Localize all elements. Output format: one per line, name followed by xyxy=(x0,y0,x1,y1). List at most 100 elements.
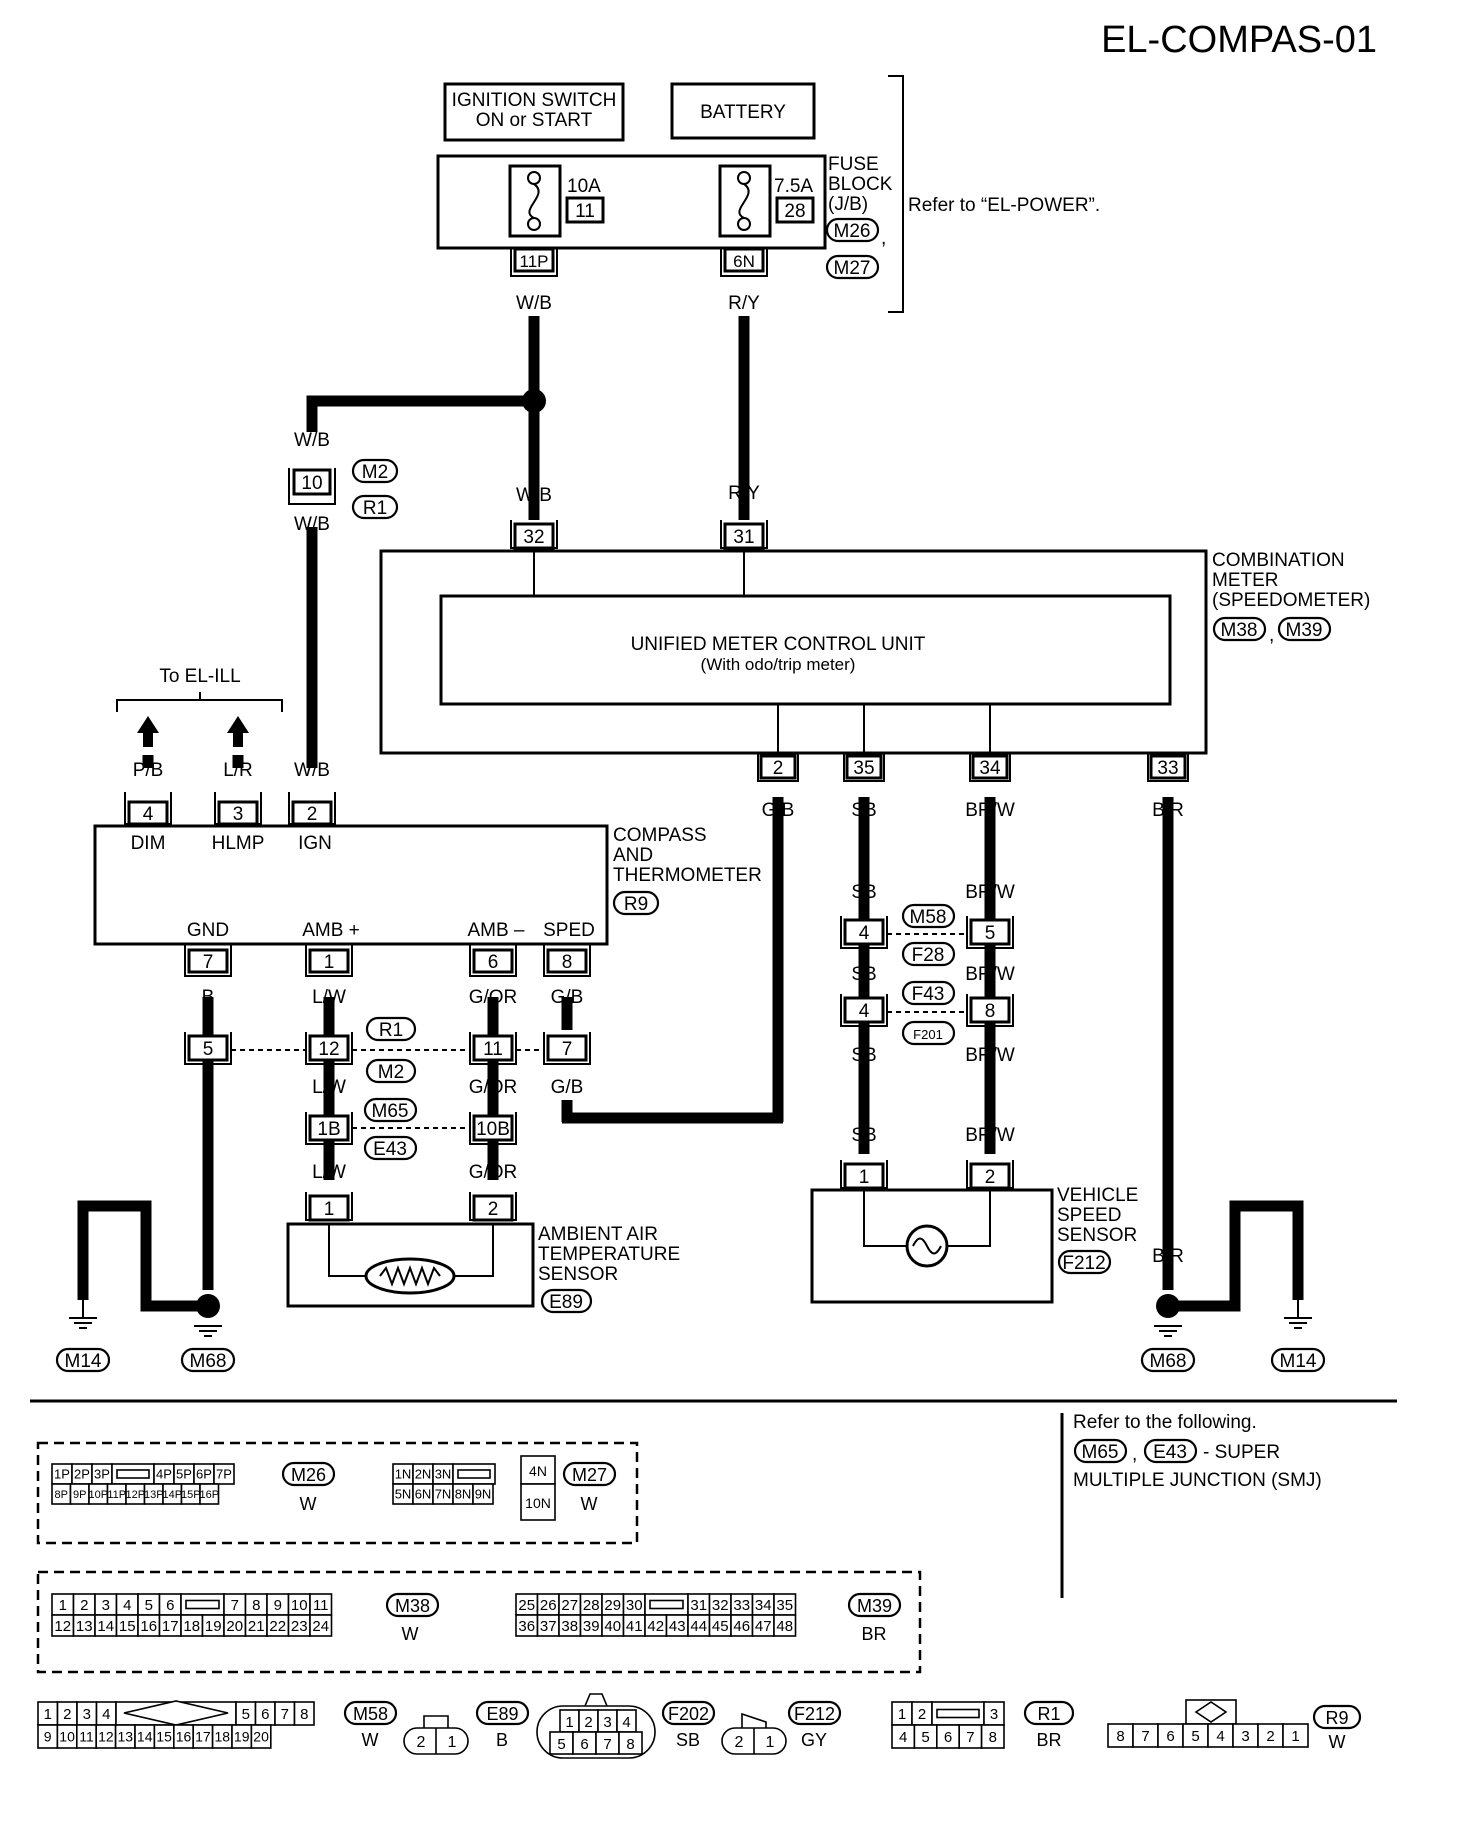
smj-note-line3: MULTIPLE JUNCTION (SMJ) xyxy=(1073,1470,1322,1491)
joint-f43-connector-b-label: F201 xyxy=(913,1027,943,1042)
svg-text:35: 35 xyxy=(853,758,874,779)
wire-label-br-ground: B/R xyxy=(1152,1246,1184,1267)
wire-label-brw-2: BR/W xyxy=(965,964,1015,985)
joint-r1-connector-a-label: R1 xyxy=(379,1020,403,1041)
fuse-b-number: 28 xyxy=(784,201,805,222)
svg-text:31: 31 xyxy=(690,1597,707,1614)
ground-icon xyxy=(194,1325,222,1337)
svg-text:7: 7 xyxy=(203,952,214,973)
compass-title-3: THERMOMETER xyxy=(613,865,762,886)
svg-text:8: 8 xyxy=(562,952,573,973)
speed-sensor-title-2: SPEED xyxy=(1057,1205,1121,1226)
m39-pin-cell: 25 xyxy=(515,1593,539,1616)
svg-text:7: 7 xyxy=(231,1597,239,1614)
svg-text:15P: 15P xyxy=(181,1489,201,1501)
svg-text:18: 18 xyxy=(215,1729,231,1745)
to-el-ill-label: To EL-ILL xyxy=(159,666,240,687)
page-id: EL-COMPAS-01 xyxy=(1101,19,1377,61)
svg-text:1P: 1P xyxy=(54,1467,70,1482)
r9-color: W xyxy=(1329,1732,1346,1752)
svg-text:5: 5 xyxy=(203,1039,214,1060)
compass-connector-r9 xyxy=(612,890,660,916)
svg-text:11: 11 xyxy=(79,1729,94,1745)
svg-text:12P: 12P xyxy=(125,1489,145,1501)
svg-text:10: 10 xyxy=(291,1597,308,1614)
svg-text:12: 12 xyxy=(98,1729,114,1745)
r9-name: R9 xyxy=(1325,1708,1348,1728)
svg-text:48: 48 xyxy=(776,1618,793,1635)
fuse-block-comma: , xyxy=(881,228,886,249)
m38-pin-cell: 19 xyxy=(201,1614,225,1637)
svg-text:43: 43 xyxy=(669,1618,686,1635)
svg-text:2: 2 xyxy=(584,1714,592,1731)
svg-text:13: 13 xyxy=(76,1618,93,1635)
ground-m14-right xyxy=(1270,1347,1326,1373)
joint-m65-connector-b-label: E43 xyxy=(373,1139,407,1160)
to-el-ill-bracket xyxy=(116,699,283,712)
svg-text:1: 1 xyxy=(324,952,335,973)
svg-text:45: 45 xyxy=(712,1618,729,1635)
svg-text:33: 33 xyxy=(733,1597,750,1614)
svg-text:4: 4 xyxy=(899,1729,907,1746)
wire-label-gor-joint: G/OR xyxy=(469,1077,518,1098)
ground-splice-left xyxy=(196,1294,220,1318)
svg-text:20: 20 xyxy=(253,1729,269,1745)
svg-text:14: 14 xyxy=(97,1618,114,1635)
svg-text:1: 1 xyxy=(59,1597,67,1614)
m58-pin-cell: 12 xyxy=(95,1724,117,1749)
svg-text:5N: 5N xyxy=(395,1487,412,1502)
smj-connector-e43-label: E43 xyxy=(1153,1442,1187,1463)
svg-text:40: 40 xyxy=(604,1618,621,1635)
svg-text:16P: 16P xyxy=(199,1489,219,1501)
m39-pin-cell: 27 xyxy=(558,1593,582,1616)
m58-pin-cell: 1 xyxy=(37,1701,59,1726)
smj-connector-m65-label: M65 xyxy=(1082,1442,1119,1463)
m58-pin-cell: 10 xyxy=(56,1724,78,1749)
m39-pin-cell: 32 xyxy=(708,1593,732,1616)
m39-pin-cell: 40 xyxy=(601,1614,625,1637)
wire-label-lr: L/R xyxy=(223,760,253,781)
m39-pin-cell xyxy=(644,1593,689,1616)
wire-label-gb-meter: G/B xyxy=(762,800,795,821)
joint-f43-connector-a xyxy=(901,980,956,1006)
compass-label-ign: IGN xyxy=(298,833,332,854)
ambient-sensor-pin-1: 1 xyxy=(305,1192,353,1222)
svg-text:6P: 6P xyxy=(196,1467,212,1482)
m27-pin-cell: 6N xyxy=(412,1483,434,1505)
svg-text:2: 2 xyxy=(63,1706,71,1723)
svg-text:7: 7 xyxy=(603,1736,611,1753)
svg-text:11P: 11P xyxy=(107,1489,126,1501)
svg-text:5: 5 xyxy=(921,1729,929,1746)
joint-r1-connector-b-label: M2 xyxy=(378,1062,404,1083)
svg-text:3N: 3N xyxy=(435,1467,452,1482)
r9-pin-cell: 5 xyxy=(1182,1723,1209,1748)
wire-label-brw-1: BR/W xyxy=(965,882,1015,903)
joint-r1-connector-b xyxy=(365,1058,417,1084)
m27-pin-cell: 10N xyxy=(520,1483,556,1521)
e89-color: B xyxy=(496,1730,508,1750)
svg-text:17: 17 xyxy=(162,1618,179,1635)
svg-text:8P: 8P xyxy=(55,1489,68,1501)
wire-label-wb-meter: W/B xyxy=(516,485,552,506)
m38-pin-cell: 13 xyxy=(72,1614,96,1637)
r1-color: BR xyxy=(1036,1730,1061,1750)
m39-pin-cell: 44 xyxy=(687,1614,711,1637)
m58-name-pill xyxy=(343,1700,398,1726)
ground-m68-left-label: M68 xyxy=(190,1351,227,1372)
m39-pin-cell: 29 xyxy=(601,1593,625,1616)
r1-pin-cell: 3 xyxy=(983,1701,1005,1726)
m39-name-pill xyxy=(847,1592,902,1618)
r1-pin-cell: 2 xyxy=(911,1701,933,1726)
m58-pin-cell: 8 xyxy=(293,1701,315,1726)
joint-m65-pin-10b: 10B xyxy=(469,1112,517,1145)
svg-text:1: 1 xyxy=(859,1167,870,1188)
svg-text:3: 3 xyxy=(233,804,244,825)
ground-splice-right xyxy=(1156,1294,1180,1318)
splice-point xyxy=(522,389,546,413)
svg-text:1: 1 xyxy=(324,1199,335,1220)
svg-text:8: 8 xyxy=(989,1729,997,1746)
ground-m68-right-label: M68 xyxy=(1150,1351,1187,1372)
svg-text:2: 2 xyxy=(918,1706,926,1723)
svg-text:1: 1 xyxy=(448,1734,457,1751)
fuse-block-connector-m27 xyxy=(825,254,880,280)
